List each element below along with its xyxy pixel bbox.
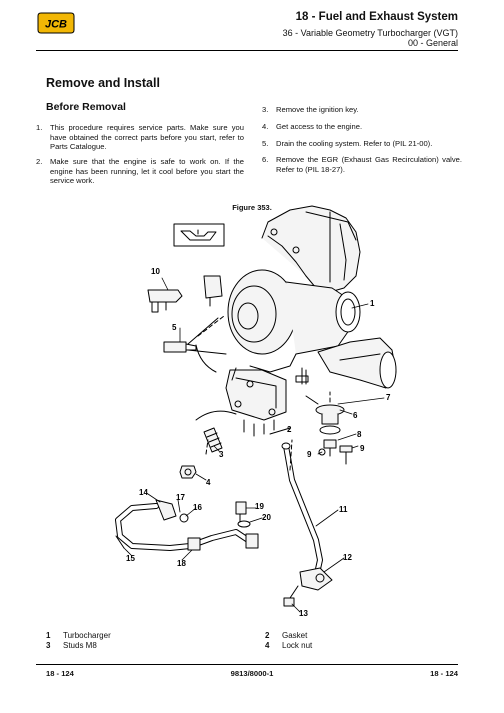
sensor-parts (147, 275, 223, 313)
section-title: Remove and Install (46, 76, 160, 90)
header-section: 00 - General (407, 38, 458, 48)
callout: 13 (299, 609, 308, 618)
step-text: This procedure requires service parts. M… (50, 123, 244, 152)
banjo-bolt-parts (235, 501, 251, 528)
callout: 14 (139, 488, 148, 497)
callout: 9 (360, 444, 365, 453)
oil-return-pipe (115, 499, 259, 551)
flange-part-12 (283, 567, 333, 607)
leader-lines (123, 277, 385, 613)
callout: 4 (206, 478, 211, 487)
step-number: 1. (36, 123, 43, 132)
callout: 20 (262, 513, 271, 522)
step-text: Make sure that the engine is safe to wor… (50, 157, 244, 186)
legend-label: Turbocharger (63, 631, 111, 640)
figure-title: Figure 353. (232, 203, 272, 212)
legend-number: 2 (265, 631, 270, 640)
callout: 19 (255, 502, 264, 511)
callout: 2 (287, 425, 292, 434)
callout: 16 (193, 503, 202, 512)
callout: 12 (343, 553, 352, 562)
legend-number: 1 (46, 631, 51, 640)
step-text: Remove the ignition key. (276, 105, 359, 114)
callout: 18 (177, 559, 186, 568)
bolt-part-5 (163, 317, 227, 355)
callout: 5 (172, 323, 177, 332)
callout: 8 (357, 430, 362, 439)
subsection-title: Before Removal (46, 101, 126, 113)
lock-nut-part-4 (179, 465, 197, 479)
callout: 1 (370, 299, 375, 308)
header-title: 18 - Fuel and Exhaust System (295, 11, 458, 23)
pipe-part-11 (281, 442, 323, 581)
fitting-parts (305, 395, 353, 465)
callout: 7 (386, 393, 391, 402)
header-rule (36, 50, 458, 51)
jcb-logo: JCB (37, 12, 75, 34)
step-text: Remove the EGR (Exhaust Gas Recirculatio… (276, 155, 462, 174)
stud-part-3 (203, 427, 223, 453)
callout: 9 (307, 450, 312, 459)
alignment-lines (197, 315, 331, 471)
step-number: 5. (262, 139, 269, 148)
step-number: 6. (262, 155, 269, 164)
step-number: 4. (262, 122, 269, 131)
callout: 6 (353, 411, 358, 420)
footer-rule (36, 664, 458, 665)
legend-number: 3 (46, 641, 51, 650)
callout: 11 (339, 505, 348, 514)
footer-doc-number: 9813/8000-1 (230, 669, 274, 678)
footer-page-right: 18 - 124 (430, 669, 458, 678)
oil-warning-tag (173, 223, 225, 247)
step-text: Get access to the engine. (276, 122, 363, 131)
legend-number: 4 (265, 641, 270, 650)
legend-label: Lock nut (282, 641, 313, 650)
callout: 15 (126, 554, 135, 563)
step-text: Drain the cooling system. Refer to (PIL … (276, 139, 433, 148)
turbocharger-body (225, 205, 397, 437)
step-number: 3. (262, 105, 269, 114)
legend-label: Gasket (282, 631, 308, 640)
header-subtitle: 36 - Variable Geometry Turbocharger (VGT… (282, 28, 458, 38)
callout: 17 (176, 493, 185, 502)
step-number: 2. (36, 157, 43, 166)
jcb-logo-text: JCB (45, 19, 67, 31)
legend-label: Studs M8 (63, 641, 97, 650)
callout: 3 (219, 450, 224, 459)
callout: 10 (151, 267, 160, 276)
footer-page-left: 18 - 124 (46, 669, 74, 678)
